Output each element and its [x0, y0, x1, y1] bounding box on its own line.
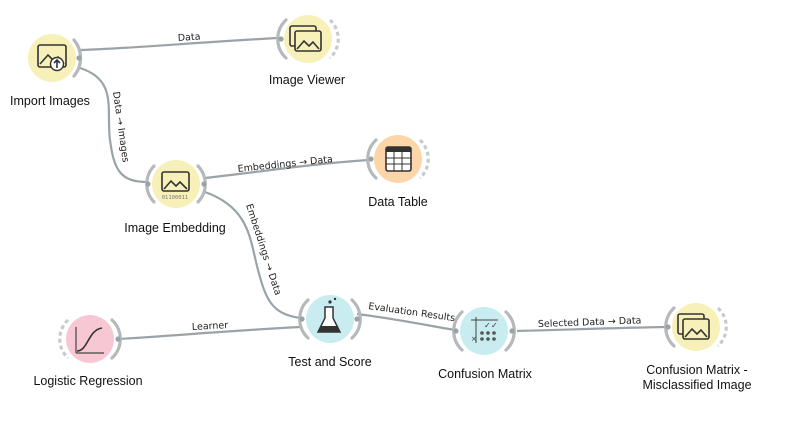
- image-embedding-icon: 01100011: [161, 171, 190, 201]
- node-label-data-table: Data Table: [368, 195, 428, 209]
- node-data-table[interactable]: Data Table: [366, 135, 430, 209]
- node-label-image-viewer: Image Viewer: [269, 73, 345, 87]
- link-learner-to-test[interactable]: Learner: [118, 320, 301, 341]
- node-label-logistic-regression: Logistic Regression: [33, 374, 142, 388]
- node-label-import-images: Import Images: [10, 94, 90, 108]
- link-label-embeddings-data-table: Embeddings → Data: [237, 154, 333, 175]
- link-matrix-to-viewer[interactable]: Selected Data → Data: [516, 315, 667, 333]
- check-mark: ✓: [484, 321, 491, 330]
- link-import-to-embedding[interactable]: Data → Images: [79, 66, 149, 184]
- link-label-learner: Learner: [192, 320, 229, 333]
- node-test-and-score[interactable]: Test and Score: [288, 295, 372, 369]
- node-import-images[interactable]: Import Images: [10, 34, 90, 108]
- link-embedding-to-table[interactable]: Embeddings → Data: [204, 154, 369, 180]
- embedding-bits-text: 01100011: [162, 195, 189, 201]
- node-image-viewer[interactable]: Image Viewer: [269, 15, 345, 87]
- link-label-selected-data: Selected Data → Data: [538, 315, 642, 330]
- link-test-to-matrix[interactable]: Evaluation Results: [356, 301, 456, 332]
- link-embedding-to-test[interactable]: Embeddings → Data: [204, 190, 301, 320]
- sigmoid-icon: [75, 327, 104, 354]
- image-viewer-icon: [289, 25, 322, 52]
- check-mark: ✓: [491, 321, 498, 330]
- node-label-test-and-score: Test and Score: [288, 355, 371, 369]
- node-logistic-regression[interactable]: Logistic Regression: [33, 315, 143, 388]
- node-confusion-matrix[interactable]: ✓ ✓ × Confusion Matrix: [438, 307, 533, 381]
- node-confusion-matrix-misclassified[interactable]: Confusion Matrix - Misclassified Image: [642, 303, 752, 392]
- node-label-confusion-matrix-line1: Confusion Matrix -: [646, 363, 747, 377]
- matrix-icon: ✓ ✓ ×: [471, 317, 498, 343]
- node-label-confusion-matrix: Confusion Matrix: [438, 367, 533, 381]
- node-label-image-embedding: Image Embedding: [124, 221, 226, 235]
- table-icon: [385, 146, 412, 172]
- flask-icon: [316, 297, 342, 333]
- node-label-confusion-matrix-line2: Misclassified Image: [642, 378, 751, 392]
- link-import-to-viewer[interactable]: Data: [79, 31, 279, 52]
- node-image-embedding[interactable]: 01100011 Image Embedding: [124, 160, 226, 235]
- link-label-embeddings-data-test: Embeddings → Data: [243, 203, 283, 297]
- image-import-icon: [37, 44, 67, 72]
- link-label-evaluation-results: Evaluation Results: [368, 301, 456, 324]
- link-label-data: Data: [177, 31, 200, 44]
- x-mark: ×: [471, 335, 477, 343]
- image-viewer-icon: [677, 313, 710, 340]
